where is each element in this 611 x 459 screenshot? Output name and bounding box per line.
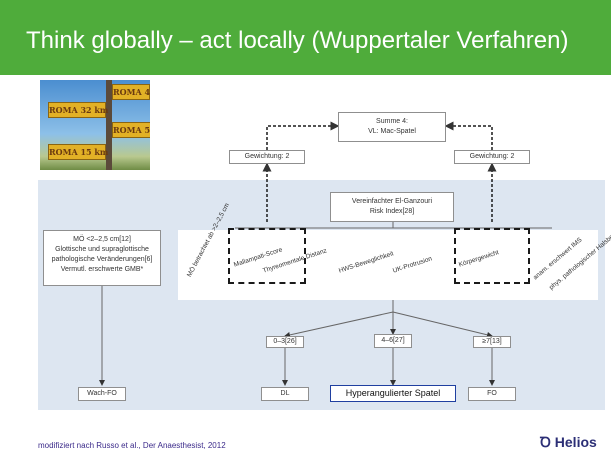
score-box-low: 0–3[26]: [266, 336, 304, 348]
weight-box-left: Gewichtung: 2: [229, 150, 305, 164]
sign-roma-32: ROMA 32 km: [48, 102, 108, 118]
summary-box: Summe 4: VL: Mac-Spatel: [338, 112, 446, 142]
sign-pole: [106, 80, 112, 170]
dashed-frame-right: [454, 228, 530, 284]
left-box-line-4: Vermutl. erschwerte GMB*: [60, 266, 144, 273]
risk-index-line-2: Risk Index[28]: [369, 208, 415, 215]
left-box-line-3: pathologische Veränderungen[6]: [51, 256, 153, 263]
dashed-frame-left: [228, 228, 306, 284]
roma-signpost-photo: ROMA 45 km ROMA 32 km ROMA 57 km ROMA 15…: [40, 80, 150, 170]
left-box-line-2: Glottische und supraglottische: [55, 246, 149, 253]
sign-roma-15: ROMA 15 km: [48, 144, 108, 160]
weight-box-right: Gewichtung: 2: [454, 150, 530, 164]
outcome-dl: DL: [261, 387, 309, 401]
helios-logo: Ꝺ Helios: [540, 433, 597, 452]
summary-line-1: Summe 4:: [376, 118, 408, 125]
summary-line-2: VL: Mac-Spatel: [368, 128, 416, 135]
helios-logo-mark-icon: Ꝺ: [540, 434, 555, 450]
risk-index-box: Vereinfachter El-Ganzouri Risk Index[28]: [330, 192, 454, 222]
helios-logo-text: Helios: [554, 434, 597, 450]
left-box-line-1: MÖ <2–2,5 cm[12]: [73, 236, 131, 243]
left-criteria-box: MÖ <2–2,5 cm[12] Glottische und supraglo…: [43, 230, 161, 286]
sign-roma-45: ROMA 45 km: [112, 84, 150, 100]
slide-title: Think globally – act locally (Wuppertale…: [26, 27, 569, 54]
sign-roma-57: ROMA 57 km: [112, 122, 150, 138]
score-box-mid: 4–6[27]: [374, 334, 412, 348]
title-bar: Think globally – act locally (Wuppertale…: [0, 0, 611, 75]
score-box-high: ≥7[13]: [473, 336, 511, 348]
outcome-fo: FO: [468, 387, 516, 401]
outcome-wach-fo: Wach-FO: [78, 387, 126, 401]
source-citation: modifiziert nach Russo et al., Der Anaes…: [38, 441, 226, 450]
risk-index-line-1: Vereinfachter El-Ganzouri: [351, 198, 433, 205]
outcome-hyperangulierter-spatel: Hyperangulierter Spatel: [330, 385, 456, 402]
